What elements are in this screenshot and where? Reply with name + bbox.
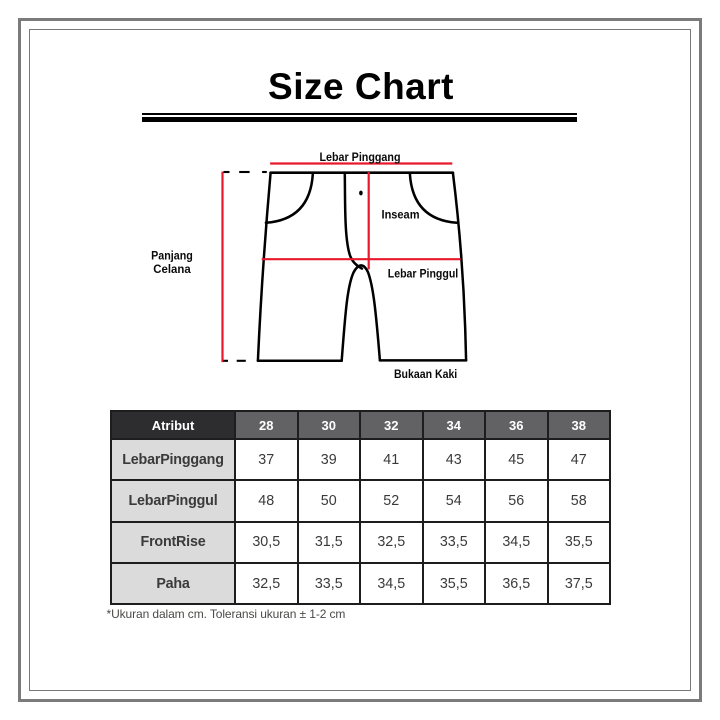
svg-text:Bukaan Kaki: Bukaan Kaki <box>394 367 457 381</box>
svg-text:Lebar Pinggang: Lebar Pinggang <box>320 150 401 164</box>
svg-text:Celana: Celana <box>153 262 191 276</box>
svg-text:Panjang: Panjang <box>151 248 193 262</box>
svg-text:Lebar Pinggul: Lebar Pinggul <box>388 267 459 281</box>
svg-text:Inseam: Inseam <box>382 207 420 221</box>
